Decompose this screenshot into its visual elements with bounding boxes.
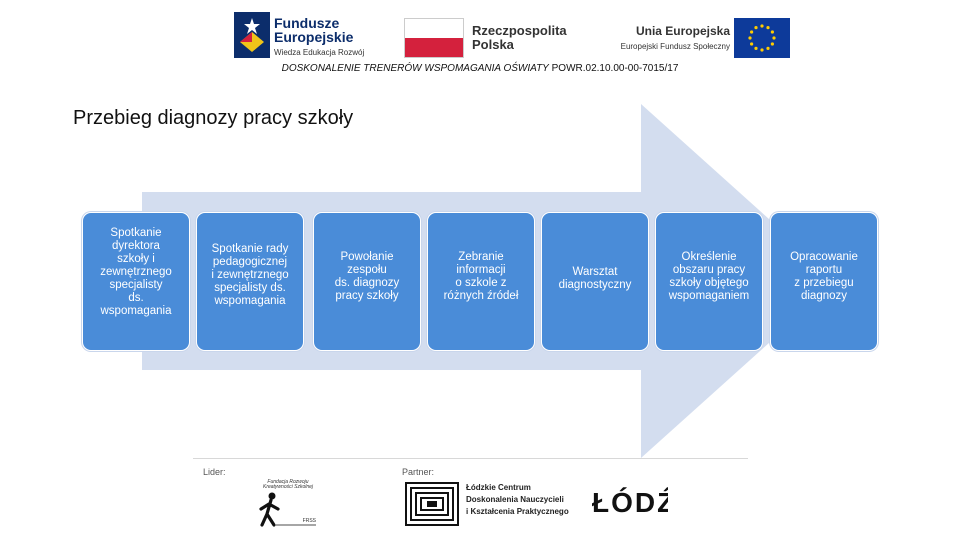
- lodz-logo-text: ŁÓDŹ: [592, 487, 668, 518]
- rp-logo-line2: Polska: [472, 37, 514, 52]
- ue-logo-sub: Europejski Fundusz Społeczny: [620, 42, 730, 51]
- fe-logo-sub: Wiedza Edukacja Rozwój: [274, 48, 365, 57]
- rp-logo-line1: Rzeczpospolita: [472, 23, 567, 38]
- eu-star-icon: [760, 24, 764, 28]
- eu-star-icon: [766, 26, 770, 30]
- eu-star-icon: [770, 42, 774, 46]
- lcdn-line-1: Łódzkie Centrum: [466, 483, 531, 492]
- step-3-label: Powołanie zespołu ds. diagnozy pracy szk…: [334, 251, 400, 302]
- step-5-label: Warsztat diagnostyczny: [558, 266, 632, 291]
- page-title: Przebieg diagnozy pracy szkoły: [73, 107, 354, 129]
- lider-label: Lider:: [203, 467, 226, 477]
- lcdn-line-2: Doskonalenia Nauczycieli: [466, 495, 564, 504]
- step-6: Określenie obszaru pracy szkoły objętego…: [655, 212, 763, 351]
- ue-logo-title: Unia Europejska: [635, 24, 730, 38]
- eu-star-icon: [760, 48, 764, 52]
- step-2-label: Spotkanie rady pedagogicznej i zewnętrzn…: [211, 243, 289, 307]
- eu-star-icon: [750, 30, 754, 34]
- lcdn-logo-icon: [405, 482, 459, 526]
- frsk-logo-text: Fundacja Rozwoju Kreatywności Szkolnej: [262, 479, 314, 490]
- fundusze-europejskie-logo: Fundusze Europejskie Wiedza Edukacja Roz…: [234, 12, 374, 60]
- running-figure-icon: [259, 492, 316, 527]
- rzeczpospolita-polska-logo: Rzeczpospolita Polska: [404, 18, 574, 58]
- step-7-label: Opracowanie raportu z przebiegu diagnozy: [790, 251, 858, 302]
- step-4-label: Zebranie informacji o szkole z różnych ź…: [443, 251, 519, 302]
- fe-logo-line1: Fundusze: [274, 15, 340, 31]
- eu-star-icon: [770, 30, 774, 34]
- eu-star-icon: [754, 46, 758, 50]
- project-name: DOSKONALENIE TRENERÓW WSPOMAGANIA OŚWIAT…: [281, 63, 549, 74]
- fe-logo-line2: Europejskie: [274, 29, 354, 45]
- eu-star-icon: [754, 26, 758, 30]
- eu-star-icon: [772, 36, 776, 40]
- lcdn-logo-text: Łódzkie Centrum Doskonalenia Nauczycieli…: [466, 482, 569, 518]
- polish-flag-icon: [404, 18, 464, 58]
- step-1-label: Spotkanie dyrektora szkoły i zewnętrzneg…: [100, 227, 172, 317]
- step-4: Zebranie informacji o szkole z różnych ź…: [427, 212, 535, 351]
- step-1: Spotkanie dyrektora szkoły i zewnętrzneg…: [82, 212, 190, 351]
- footer-divider: [193, 458, 748, 459]
- project-code: POWR.02.10.00-00-7015/17: [548, 63, 679, 74]
- unia-europejska-logo: Unia Europejska Europejski Fundusz Społe…: [600, 18, 790, 60]
- eu-star-icon: [748, 36, 752, 40]
- partner-label: Partner:: [402, 467, 435, 477]
- eu-star-icon: [766, 46, 770, 50]
- eu-star-icon: [750, 42, 754, 46]
- step-7: Opracowanie raportu z przebiegu diagnozy: [770, 212, 878, 351]
- step-6-label: Określenie obszaru pracy szkoły objętego…: [668, 251, 750, 302]
- lcdn-line-3: i Kształcenia Praktycznego: [466, 507, 569, 516]
- frsk-code: FRSS: [302, 518, 316, 524]
- step-3: Powołanie zespołu ds. diagnozy pracy szk…: [313, 212, 421, 351]
- fe-stars-icon: [234, 12, 270, 58]
- step-2: Spotkanie rady pedagogicznej i zewnętrzn…: [196, 212, 304, 351]
- eu-flag-icon: [734, 18, 790, 58]
- step-5: Warsztat diagnostyczny: [541, 212, 649, 351]
- frsk-logo: Fundacja Rozwoju Kreatywności Szkolnej F…: [258, 480, 318, 528]
- project-caption: DOSKONALENIE TRENERÓW WSPOMAGANIA OŚWIAT…: [0, 63, 960, 74]
- lodz-city-logo: ŁÓDŹ: [592, 487, 668, 518]
